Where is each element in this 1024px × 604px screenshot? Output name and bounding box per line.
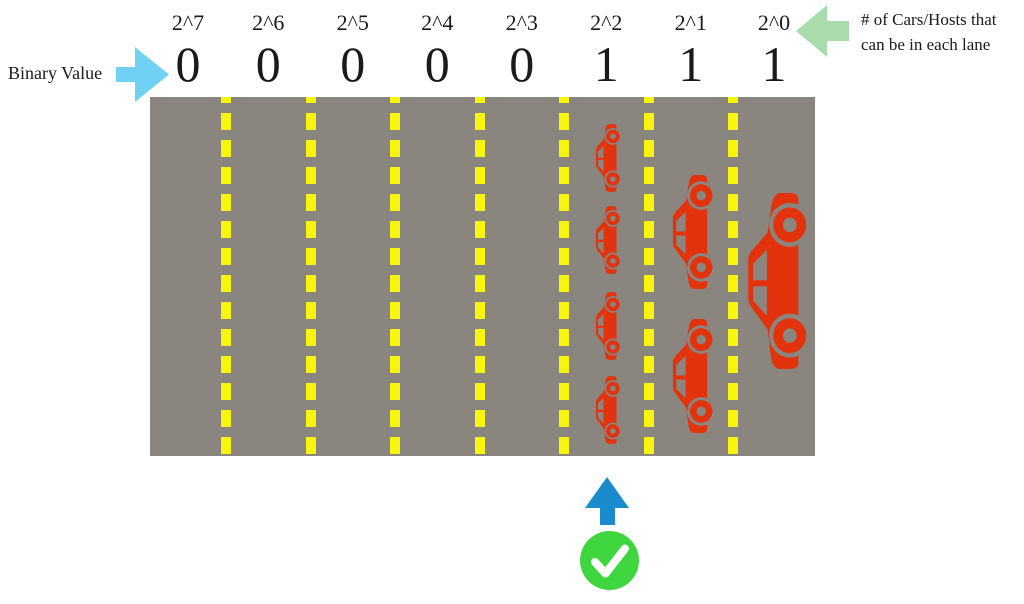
- lane-exponent-label: 2^4: [421, 10, 454, 35]
- lane-divider: [643, 97, 654, 456]
- lane-bit-value: 0: [255, 36, 281, 92]
- lane-bit-value: 0: [509, 36, 535, 92]
- car-icon: [741, 190, 807, 372]
- lane-divider: [559, 97, 569, 456]
- hosts-left-arrow-icon: [796, 5, 849, 57]
- car-icon: [593, 291, 620, 361]
- car-icon: [668, 173, 714, 291]
- road: [150, 97, 815, 456]
- lane-bit-value: 1: [761, 36, 787, 92]
- lane-divider: [221, 97, 231, 456]
- car-icon: [593, 205, 620, 275]
- lane-exponent-label: 2^5: [336, 10, 369, 35]
- car-icon: [593, 375, 620, 445]
- binary-value-right-arrow-icon: [116, 47, 169, 102]
- lane-bit-value: 0: [424, 36, 450, 92]
- lane-divider: [305, 97, 316, 456]
- lane-divider: [728, 97, 738, 456]
- lane-exponent-label: 2^3: [505, 10, 538, 35]
- lane-bit-value: 1: [678, 36, 704, 92]
- selected-lane-up-arrow-icon: [585, 477, 629, 525]
- hosts-annotation-line1: # of Cars/Hosts that: [861, 10, 997, 29]
- green-checkmark-icon: [580, 531, 639, 590]
- car-icon: [593, 123, 620, 193]
- lane-bit-value: 0: [340, 36, 366, 92]
- lane-bit-value: 1: [593, 36, 619, 92]
- lane-exponent-label: 2^0: [757, 10, 791, 35]
- lane-exponent-label: 2^2: [590, 10, 623, 35]
- binary-value-label: Binary Value: [8, 63, 103, 83]
- hosts-annotation: # of Cars/Hosts that can be in each lane: [861, 7, 997, 57]
- lane-divider: [390, 97, 400, 456]
- lane-exponent-label: 2^7: [171, 10, 205, 35]
- car-icon: [668, 317, 714, 435]
- lane-exponent-label: 2^1: [674, 10, 707, 35]
- lane-bit-value: 0: [175, 36, 201, 92]
- lane-exponent-label: 2^6: [252, 10, 285, 35]
- hosts-annotation-line2: can be in each lane: [861, 35, 991, 54]
- lane-divider: [474, 97, 485, 456]
